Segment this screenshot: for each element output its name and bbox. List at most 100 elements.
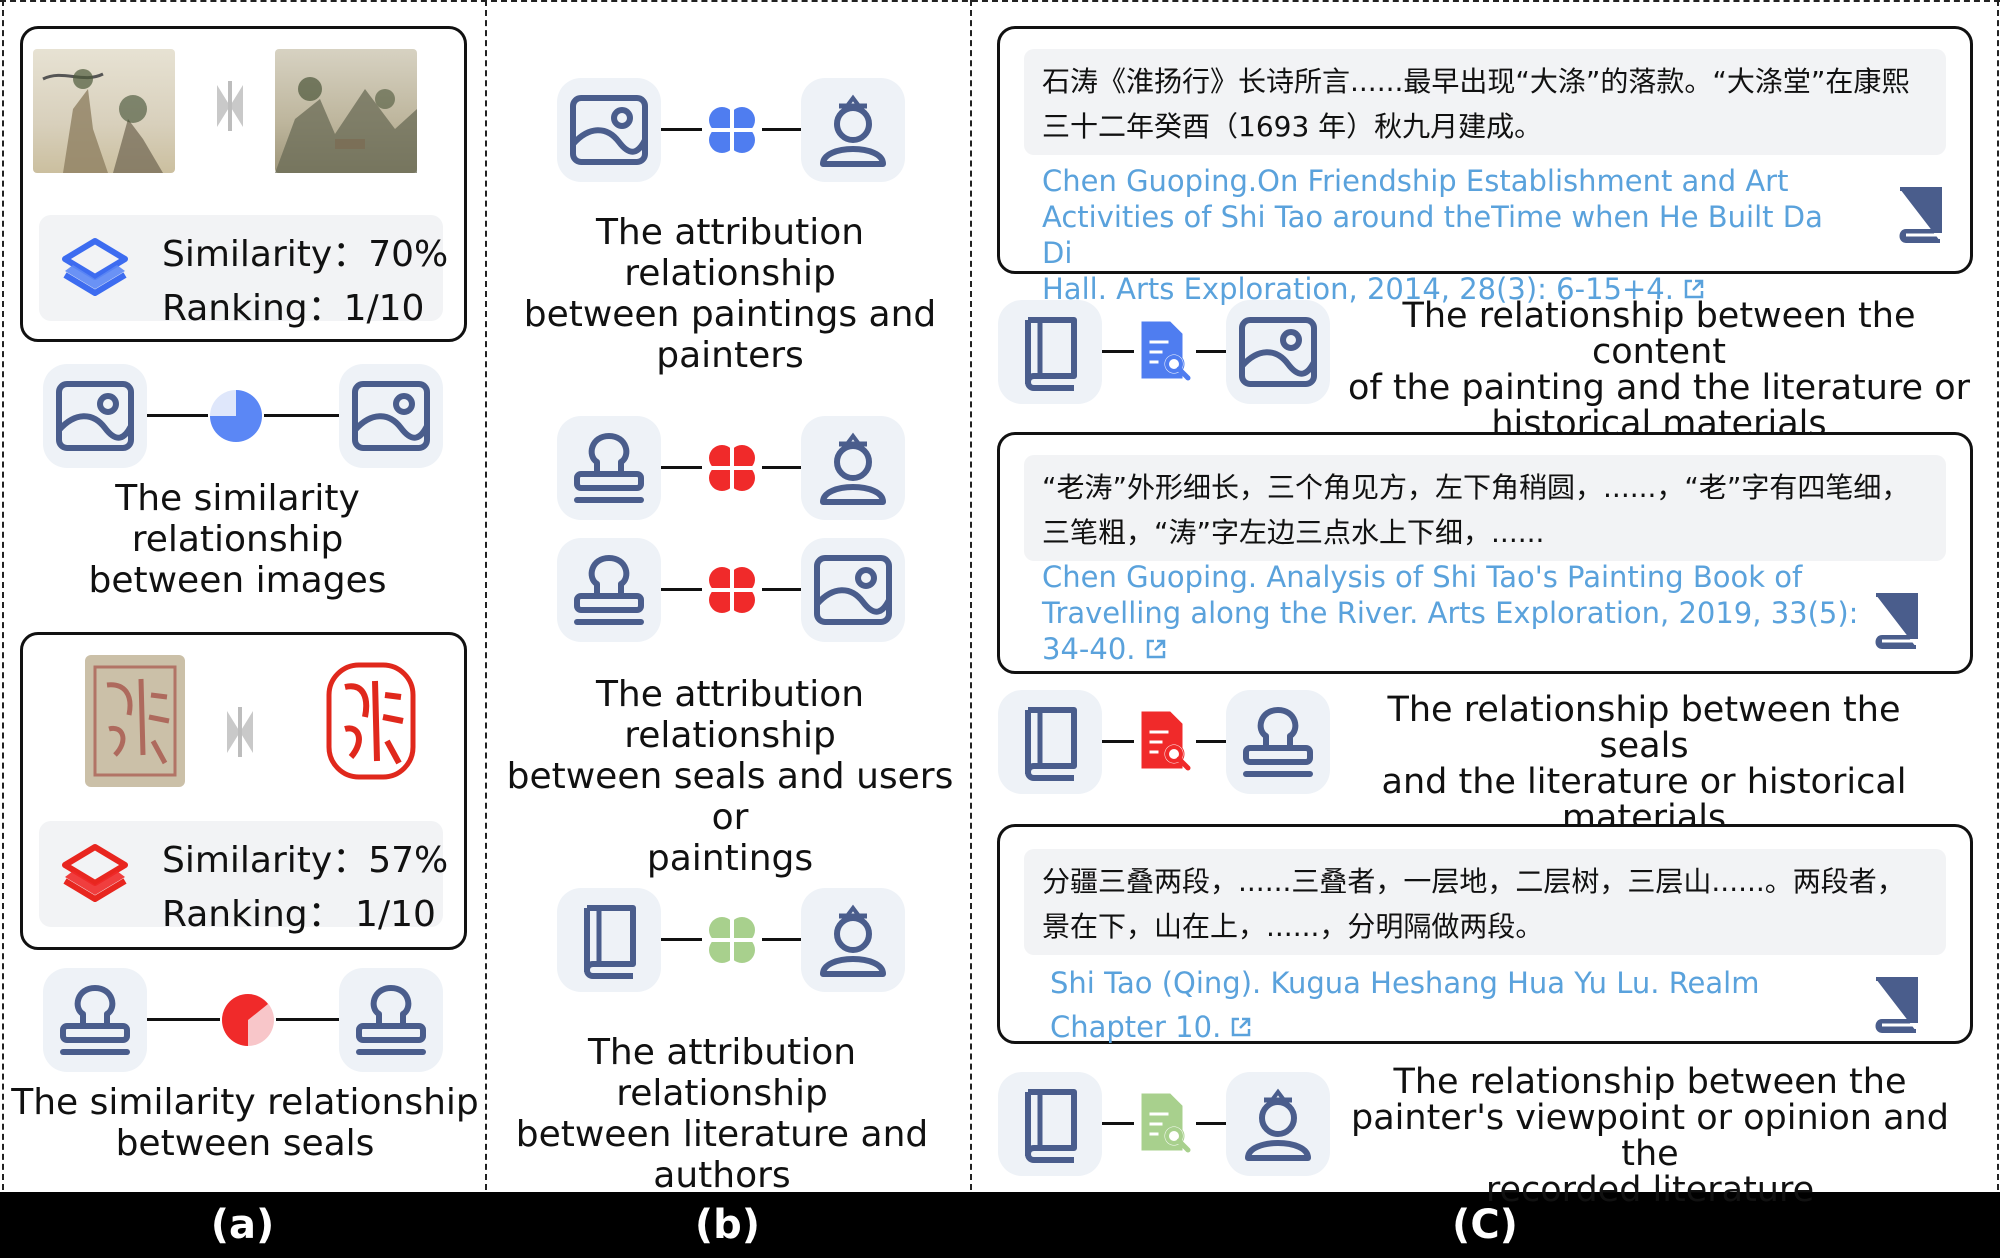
paintings-painters-caption: The attribution relationship between pai… [490,212,970,376]
caption-line: The attribution relationship [595,674,865,756]
caption-line: The attribution relationship [587,1032,857,1114]
quote-line: 三笔粗，“涛”字左边三点水上下细，...... [1042,516,1545,549]
clover-icon [702,560,762,620]
seals-users-caption: The attribution relationship between sea… [490,674,970,879]
seal-tile [339,968,443,1072]
literature-authors-caption: The attribution relationship between lit… [484,1032,960,1196]
seal-thumbnail-left [85,655,185,787]
painting-icon [43,364,147,468]
painting-tile [801,538,905,642]
document-search-icon [1134,318,1196,384]
book-icon [1870,593,1922,649]
literature-card-1: 石涛《淮扬行》长诗所言......最早出现“大涤”的落款。“大涤堂”在康熙 三十… [997,26,1973,306]
pie-icon [208,388,264,444]
external-link-icon[interactable] [1229,1015,1253,1039]
caption-line: The relationship between the [1393,1062,1907,1102]
citation-link[interactable]: Shi Tao (Qing). Kugua Heshang Hua Yu Lu.… [1050,961,1830,1049]
document-search-icon [1134,708,1196,774]
citation-line: Chapter 10. [1050,1010,1222,1044]
caption-line: The similarity relationship [11,1082,479,1123]
painting-tile [1226,300,1330,404]
painting-icon [557,78,661,182]
panel-label-bar [0,1192,2000,1258]
painter-tile [1226,1072,1330,1176]
book-icon [998,300,1102,404]
caption-line: The relationship between the content [1402,296,1916,372]
citation-line: 34-40. [1042,632,1136,666]
image-ranking-value: Ranking：1/10 [162,288,425,329]
seal-tile [43,968,147,1072]
caption-line: The relationship between the seals [1387,690,1901,766]
quote-line: 三十二年癸酉（1693 年）秋九月建成。 [1042,110,1543,143]
book-tile [998,1072,1102,1176]
painter-icon [801,416,905,520]
literature-quote: 石涛《淮扬行》长诗所言......最早出现“大涤”的落款。“大涤堂”在康熙 三十… [1024,49,1946,155]
citation-line: Chen Guoping.On Friendship Establishment… [1042,164,1789,198]
painting-icon [801,538,905,642]
caption-line: paintings [646,838,814,879]
caption-line: between paintings and [523,294,937,335]
pie-icon [220,992,276,1048]
external-link-icon[interactable] [1144,637,1168,661]
painter-icon [1226,1072,1330,1176]
painting-tile [339,364,443,468]
caption-line: between literature and [515,1114,929,1155]
book-icon [557,888,661,992]
seal-tile [557,538,661,642]
top-border [0,0,2000,2]
image-similarity-value: Similarity：70% [162,234,449,275]
literature-card-2: “老涛”外形细长，三个角见方，左下角稍圆，......，“老”字有四笔细， 三笔… [997,432,1973,674]
caption-line: between seals and users or [506,756,954,838]
panel-label-a: (a) [210,1202,275,1248]
caption-line: authors [653,1155,791,1196]
painter-tile [801,416,905,520]
seal-icon [1226,690,1330,794]
literature-quote: “老涛”外形细长，三个角见方，左下角稍圆，......，“老”字有四笔细， 三笔… [1024,455,1946,561]
seal-icon [43,968,147,1072]
viewpoint-literature-caption: The relationship between the painter's v… [1330,1064,1970,1208]
book-icon [998,690,1102,794]
quote-line: 分疆三叠两段，......三叠者，一层地，二层树，三层山......。两段者， [1042,865,1905,898]
compare-icon [215,79,245,133]
citation-line: Activities of Shi Tao around theTime whe… [1042,200,1823,270]
layers-icon [59,235,131,307]
citation-link[interactable]: Chen Guoping. Analysis of Shi Tao's Pain… [1042,559,1862,667]
seal-similarity-value: Similarity：57% [162,840,449,881]
clover-icon [702,100,762,160]
layers-icon [59,841,131,913]
literature-card-3: 分疆三叠两段，......三叠者，一层地，二层树，三层山......。两段者， … [997,824,1973,1044]
caption-line: painter's viewpoint or opinion and the [1351,1098,1949,1174]
quote-line: 石涛《淮扬行》长诗所言......最早出现“大涤”的落款。“大涤堂”在康熙 [1042,65,1910,98]
painting-icon [1226,300,1330,404]
painting-tile [43,364,147,468]
divider-b-c [970,0,972,1190]
seal-tile [557,416,661,520]
panel-label-c: (C) [1452,1202,1518,1248]
caption-line: painters [656,335,804,376]
image-similarity-card: Similarity：70% Ranking：1/10 [20,26,467,342]
compare-icon [225,705,255,759]
caption-line: and the literature or historical [1381,762,1907,802]
painting-thumbnail-right [275,49,417,173]
right-border [1997,0,1999,1190]
painter-icon [801,888,905,992]
document-search-icon [1134,1090,1196,1156]
citation-link[interactable]: Chen Guoping.On Friendship Establishment… [1042,163,1862,307]
book-icon [1870,977,1922,1033]
painter-icon [801,78,905,182]
seal-tile [1226,690,1330,794]
painting-icon [339,364,443,468]
caption-line: between images [88,560,387,601]
book-icon [998,1072,1102,1176]
citation-line: Shi Tao (Qing). Kugua Heshang Hua Yu Lu.… [1050,966,1760,1000]
quote-line: “老涛”外形细长，三个角见方，左下角稍圆，......，“老”字有四笔细， [1042,471,1910,504]
seal-similarity-caption: The similarity relationship between seal… [10,1082,480,1164]
book-tile [998,690,1102,794]
quote-line: 景在下，山在上，......，分明隔做两段。 [1042,910,1544,943]
caption-line: of the painting and the literature or [1347,368,1971,408]
seal-similarity-card: Similarity：57% Ranking： 1/10 [20,632,467,950]
seal-icon [557,538,661,642]
image-similarity-caption: The similarity relationship between imag… [10,478,465,601]
book-tile [557,888,661,992]
seal-icon [339,968,443,1072]
